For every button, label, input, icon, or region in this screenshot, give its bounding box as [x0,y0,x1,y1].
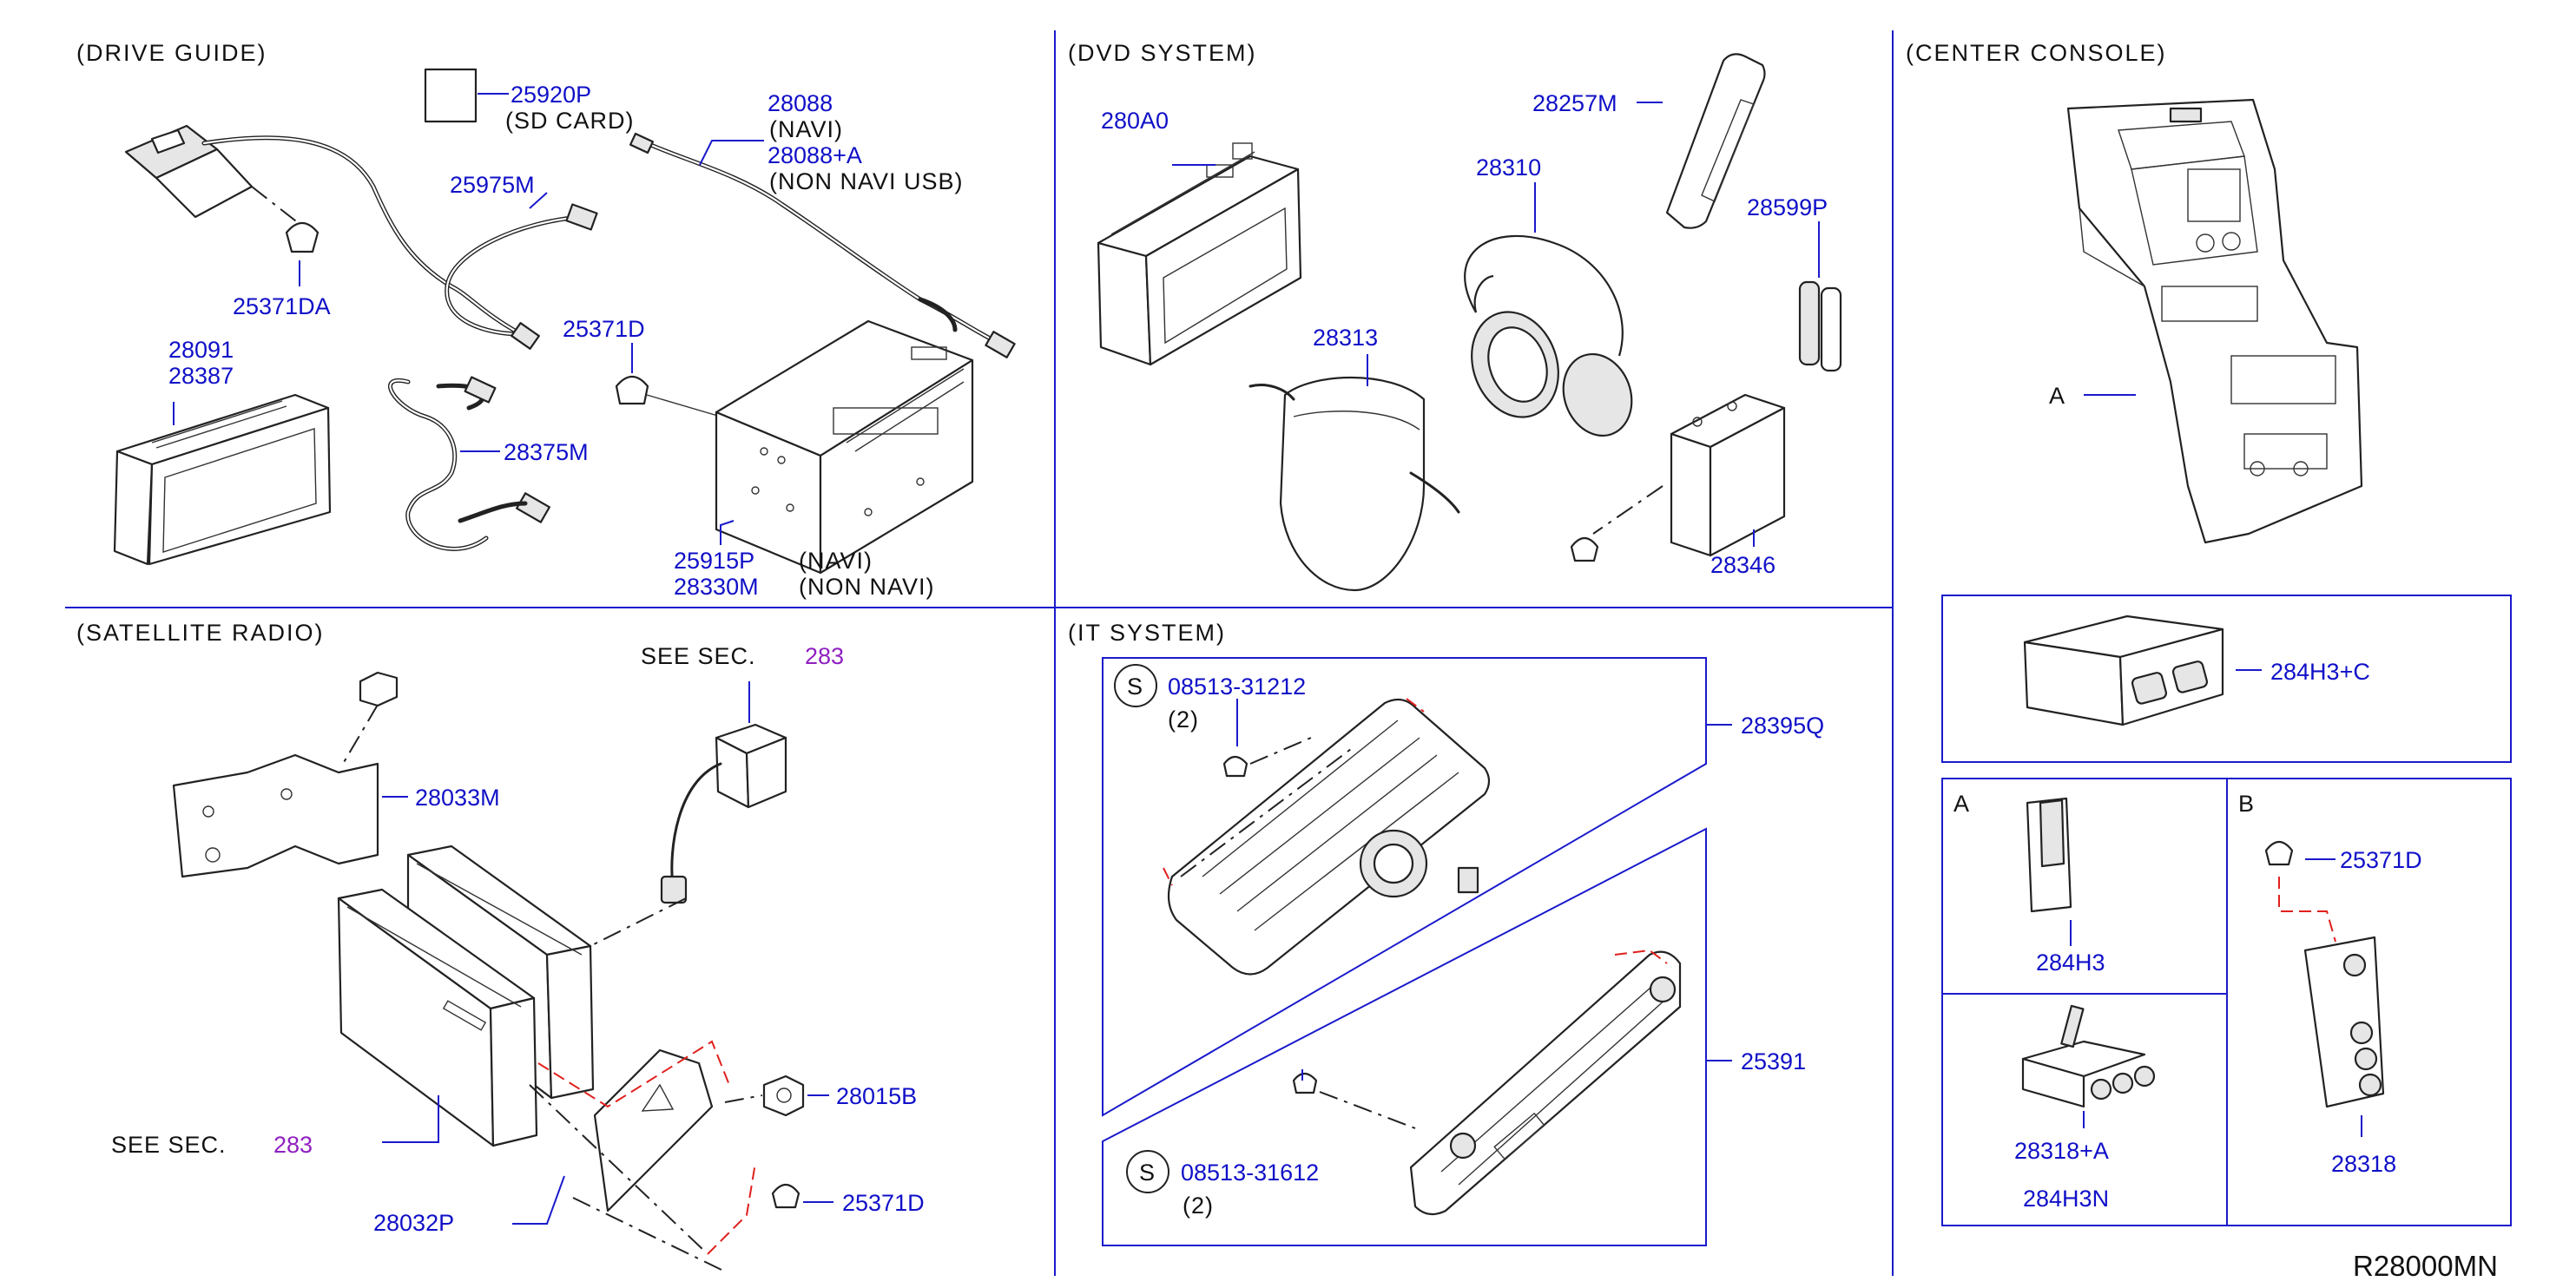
clip-25371D-sat-icon [771,1183,800,1209]
part-28313: 28313 [1313,325,1378,351]
clip-25371DA-icon [285,221,320,253]
section-title-it-system: (IT SYSTEM) [1068,620,1226,646]
panel-label-A: A [1953,791,1970,817]
center-console-leaders [2070,394,2362,1137]
see-sec-bottom: SEE SEC. [111,1132,227,1158]
screw-symbol-S-2 [1126,1150,1169,1193]
part-08513-31612: 08513-31612 [1181,1160,1319,1186]
note-navi-28088: (NAVI) [769,116,843,142]
callout-A: A [2049,383,2065,409]
screw-08513-31612-icon [1292,1072,1318,1094]
it-system-frames [1102,657,1707,1246]
part-28599P: 28599P [1747,194,1828,220]
part-28091: 28091 [168,337,234,363]
part-284H3: 284H3 [2036,950,2105,976]
mount-bracket-icon [593,1048,714,1212]
section-dividers [65,30,2512,1276]
part-280A0: 280A0 [1101,108,1169,134]
part-25371DA: 25371DA [233,293,331,319]
see-sec-top: SEE SEC. [641,643,756,669]
satellite-radio-leaders [382,681,833,1225]
part-28088: 28088 [768,90,833,116]
section-title-dvd-system: (DVD SYSTEM) [1068,40,1257,66]
part-25371D-b: 25371D [2340,847,2422,873]
bracket-28033M-icon [172,753,379,878]
part-28318A: 28318+A [2014,1138,2109,1164]
control-panel-28395Q-icon [1167,698,1491,976]
faceplate-25391-icon [1409,950,1682,1216]
sd-card-icon [424,68,478,123]
screw-symbol-S-1-label: S [1127,674,1143,700]
batteries-28599P-icon [1798,280,1821,366]
part-25915P: 25915P [674,548,754,574]
nut-28015B-icon [762,1074,805,1117]
part-28257M: 28257M [1532,90,1617,116]
qty-08513-31212: (2) [1168,706,1199,733]
drive-guide-illustrations [113,68,1016,575]
screw-08513-31212-icon [1222,755,1248,778]
part-284H3C: 284H3+C [2270,659,2370,685]
part-28015B: 28015B [836,1083,917,1109]
screw-symbol-S-2-label: S [1139,1160,1156,1186]
part-28395Q: 28395Q [1741,713,1824,739]
part-25371D-sat: 25371D [842,1190,925,1216]
dvd-system-illustrations [1097,53,1842,592]
part-08513-31212: 08513-31212 [1168,674,1306,700]
note-non-navi: (NON NAVI) [799,574,935,600]
dvd-system-leaders [1172,102,1820,547]
section-ref-283-bottom: 283 [273,1132,313,1158]
clip-28346-icon [1570,536,1599,562]
section-title-center-console: (CENTER CONSOLE) [1906,40,2167,66]
it-system-illustrations [1163,698,1682,1216]
screw-symbol-S-1 [1114,664,1157,707]
headphones-28310-icon [1464,234,1624,357]
part-28318: 28318 [2331,1151,2396,1177]
pouch-28313-icon [1279,376,1426,592]
part-28032P: 28032P [373,1210,454,1236]
qty-08513-31612: (2) [1183,1193,1214,1219]
note-navi-25915P: (NAVI) [799,548,873,574]
part-28088A: 28088+A [768,142,862,168]
part-25371D-drive: 25371D [563,316,645,342]
clip-25371D-icon [615,375,649,405]
section-ref-283-top: 283 [805,643,844,669]
clip-25371D-b-icon [2264,840,2294,866]
part-25920P: 25920P [511,82,591,108]
part-28387: 28387 [168,363,234,389]
part-28033M: 28033M [415,785,500,811]
section-title-drive-guide: (DRIVE GUIDE) [76,40,267,66]
note-sd-card: (SD CARD) [505,108,635,134]
center-console-illustrations [2021,98,2385,1108]
bolt-icon [359,671,399,707]
part-25975M: 25975M [450,172,535,198]
diagram-reference: R28000MN [2353,1250,2498,1282]
satellite-radio-illustrations [172,671,805,1272]
it-system-leaders [1114,664,1732,1193]
note-non-navi-usb: (NON NAVI USB) [769,168,964,194]
panel-label-B: B [2238,791,2255,817]
part-28310: 28310 [1476,154,1541,181]
part-28375M: 28375M [504,439,589,465]
part-28330M: 28330M [674,574,759,600]
part-284H3N: 284H3N [2023,1186,2109,1212]
section-title-satellite-radio: (SATELLITE RADIO) [76,620,325,646]
remote-28257M-icon [1665,53,1766,229]
part-28346: 28346 [1710,552,1776,578]
drive-guide-leaders [173,93,764,545]
sat-connector-icon [660,875,688,904]
part-25391: 25391 [1741,1048,1806,1074]
